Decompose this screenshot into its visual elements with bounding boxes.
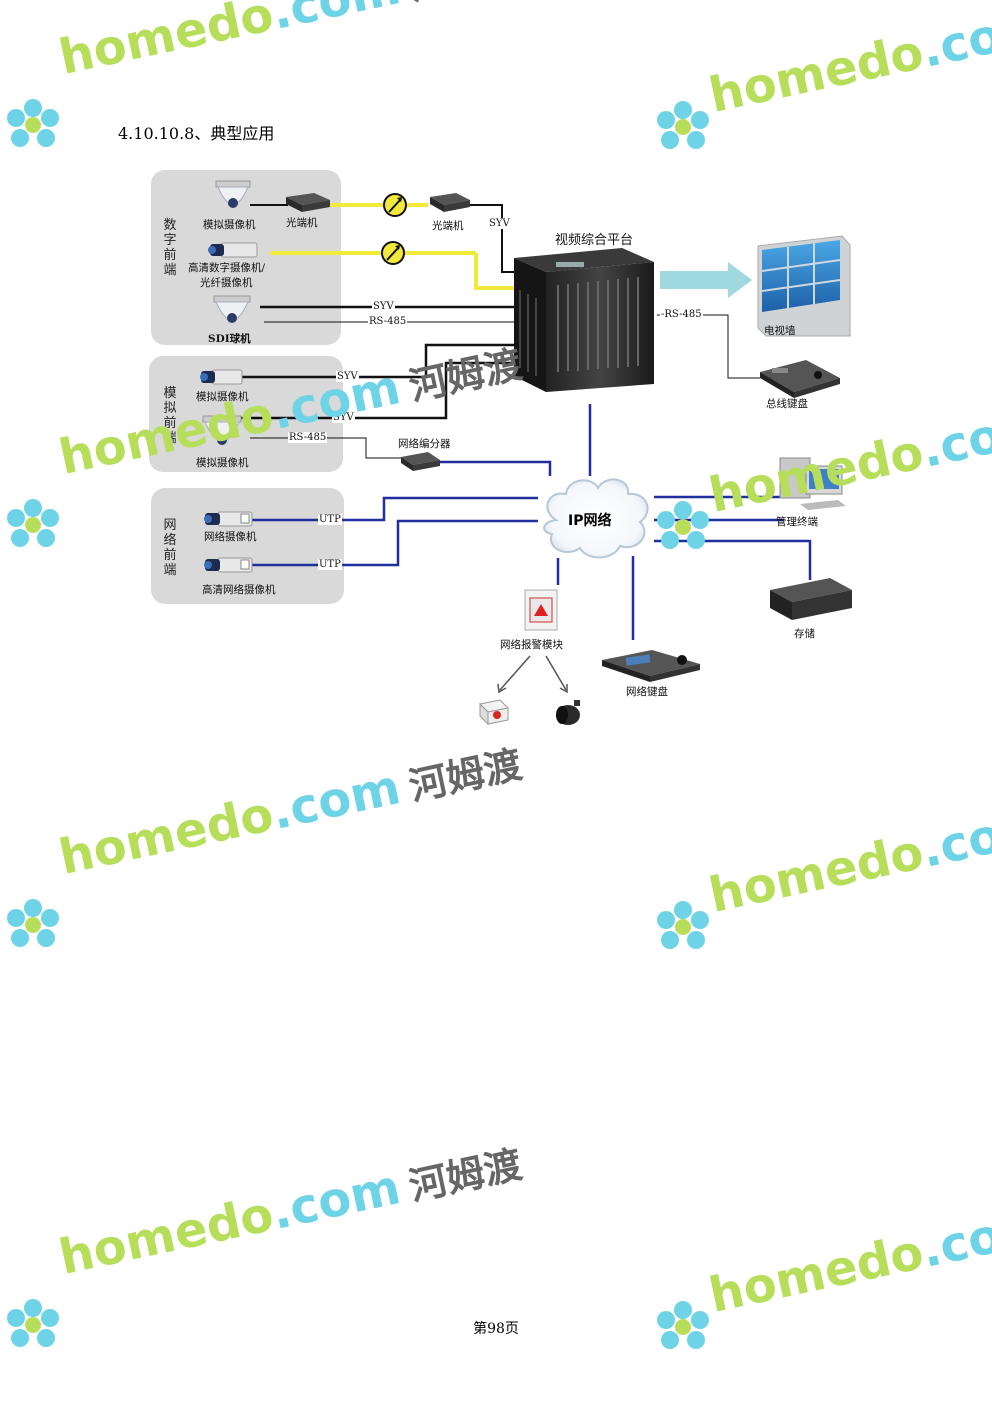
watermark-text: home <box>704 1238 863 1324</box>
sdi-dome-label: SDI球机 <box>208 333 251 345</box>
utp-wire-label: UTP <box>318 514 342 525</box>
watermark-text: .com <box>916 1197 992 1279</box>
bus-keyboard-label: 总线键盘 <box>766 398 808 410</box>
watermark-text: do <box>850 824 929 893</box>
analog-front-label: 模拟前端 <box>163 386 177 446</box>
watermark-text: home <box>54 800 213 886</box>
watermark-text: .com <box>266 1159 406 1241</box>
management-terminal-icon <box>779 457 846 510</box>
analog-front-panel <box>149 356 343 472</box>
ip-network-label: IP网络 <box>568 513 612 529</box>
network-camera-label: 网络摄像机 <box>204 531 257 543</box>
ip-network-cloud-icon <box>543 478 649 559</box>
rs485-wire-label: RS-485 <box>368 316 408 327</box>
emergency-button-icon <box>478 699 510 726</box>
utp-wire-label: UTP <box>318 559 342 570</box>
siren-icon <box>556 700 580 725</box>
digital-front-label: 数字前端 <box>163 218 177 278</box>
network-keyboard-icon <box>602 650 700 682</box>
hd-camera-label: 高清数字摄像机/ <box>188 262 266 274</box>
fiber-transceiver-icon <box>381 193 407 265</box>
dome-camera-icon <box>215 180 288 208</box>
alarm-output-arrows <box>497 655 568 694</box>
watermark-text: do <box>200 1186 279 1255</box>
optical-transceiver-label: 光端机 <box>286 217 318 229</box>
output-arrow-icon <box>660 262 752 298</box>
analog-camera-label: 模拟摄像机 <box>196 391 249 403</box>
dome-camera-icon <box>202 415 242 445</box>
network-front-panel <box>151 488 344 604</box>
watermark-text: home <box>704 838 863 924</box>
bus-keyboard-icon <box>760 360 840 398</box>
flower-logo-icon <box>7 899 59 947</box>
box-camera-icon <box>208 242 258 258</box>
network-camera-icon <box>204 557 253 573</box>
coax-lines <box>240 204 760 459</box>
optical-transceiver-icon <box>430 193 470 212</box>
syv-wire-label: SYV <box>332 412 355 423</box>
network-encoder-icon <box>401 452 440 471</box>
flower-logo-icon <box>657 901 709 949</box>
storage-device-icon <box>770 578 852 620</box>
network-front-label: 网络前端 <box>163 518 177 578</box>
watermark-text: do <box>200 786 279 855</box>
section-heading: 4.10.10.8、典型应用 <box>118 124 275 143</box>
watermark-text: .com <box>916 797 992 879</box>
rs485-wire-label: RS-485 <box>288 432 328 443</box>
network-encoder-label: 网络编分器 <box>398 438 451 450</box>
alarm-module-icon <box>524 589 558 631</box>
tv-wall-icon <box>757 235 851 337</box>
platform-label: 视频综合平台 <box>555 233 634 248</box>
topology-diagram <box>200 180 852 726</box>
syv-wire-label: SYV <box>336 371 359 382</box>
management-terminal-label: 管理终端 <box>776 516 818 528</box>
rs485-wire-label: -RS-485 <box>660 309 703 320</box>
network-camera-icon <box>204 511 253 527</box>
storage-label: 存储 <box>794 628 815 640</box>
hd-network-camera-label: 高清网络摄像机 <box>202 584 276 596</box>
watermark-text: home <box>54 1200 213 1286</box>
fiber-lines <box>270 203 514 290</box>
network-keyboard-label: 网络键盘 <box>626 686 668 698</box>
alarm-module-label: 网络报警模块 <box>500 639 563 651</box>
fiber-camera-label: 光纤摄像机 <box>200 277 253 289</box>
watermark-text: 河姆渡 <box>405 1142 526 1209</box>
tv-wall-label: 电视墙 <box>764 325 796 337</box>
watermark-text: .com <box>266 759 406 841</box>
video-platform-icon <box>514 248 654 392</box>
analog-camera-label: 模拟摄像机 <box>203 219 256 231</box>
analog-camera-label: 模拟摄像机 <box>196 457 249 469</box>
watermark-text: do <box>850 1224 929 1293</box>
syv-wire-label: SYV <box>488 218 511 229</box>
optical-transceiver-label: 光端机 <box>432 220 464 232</box>
syv-wire-label: SYV <box>372 301 395 312</box>
sdi-dome-icon <box>213 295 251 323</box>
optical-transceiver-icon <box>286 193 330 212</box>
page-number: 第98页 <box>473 1321 519 1337</box>
box-camera-icon <box>200 369 243 385</box>
